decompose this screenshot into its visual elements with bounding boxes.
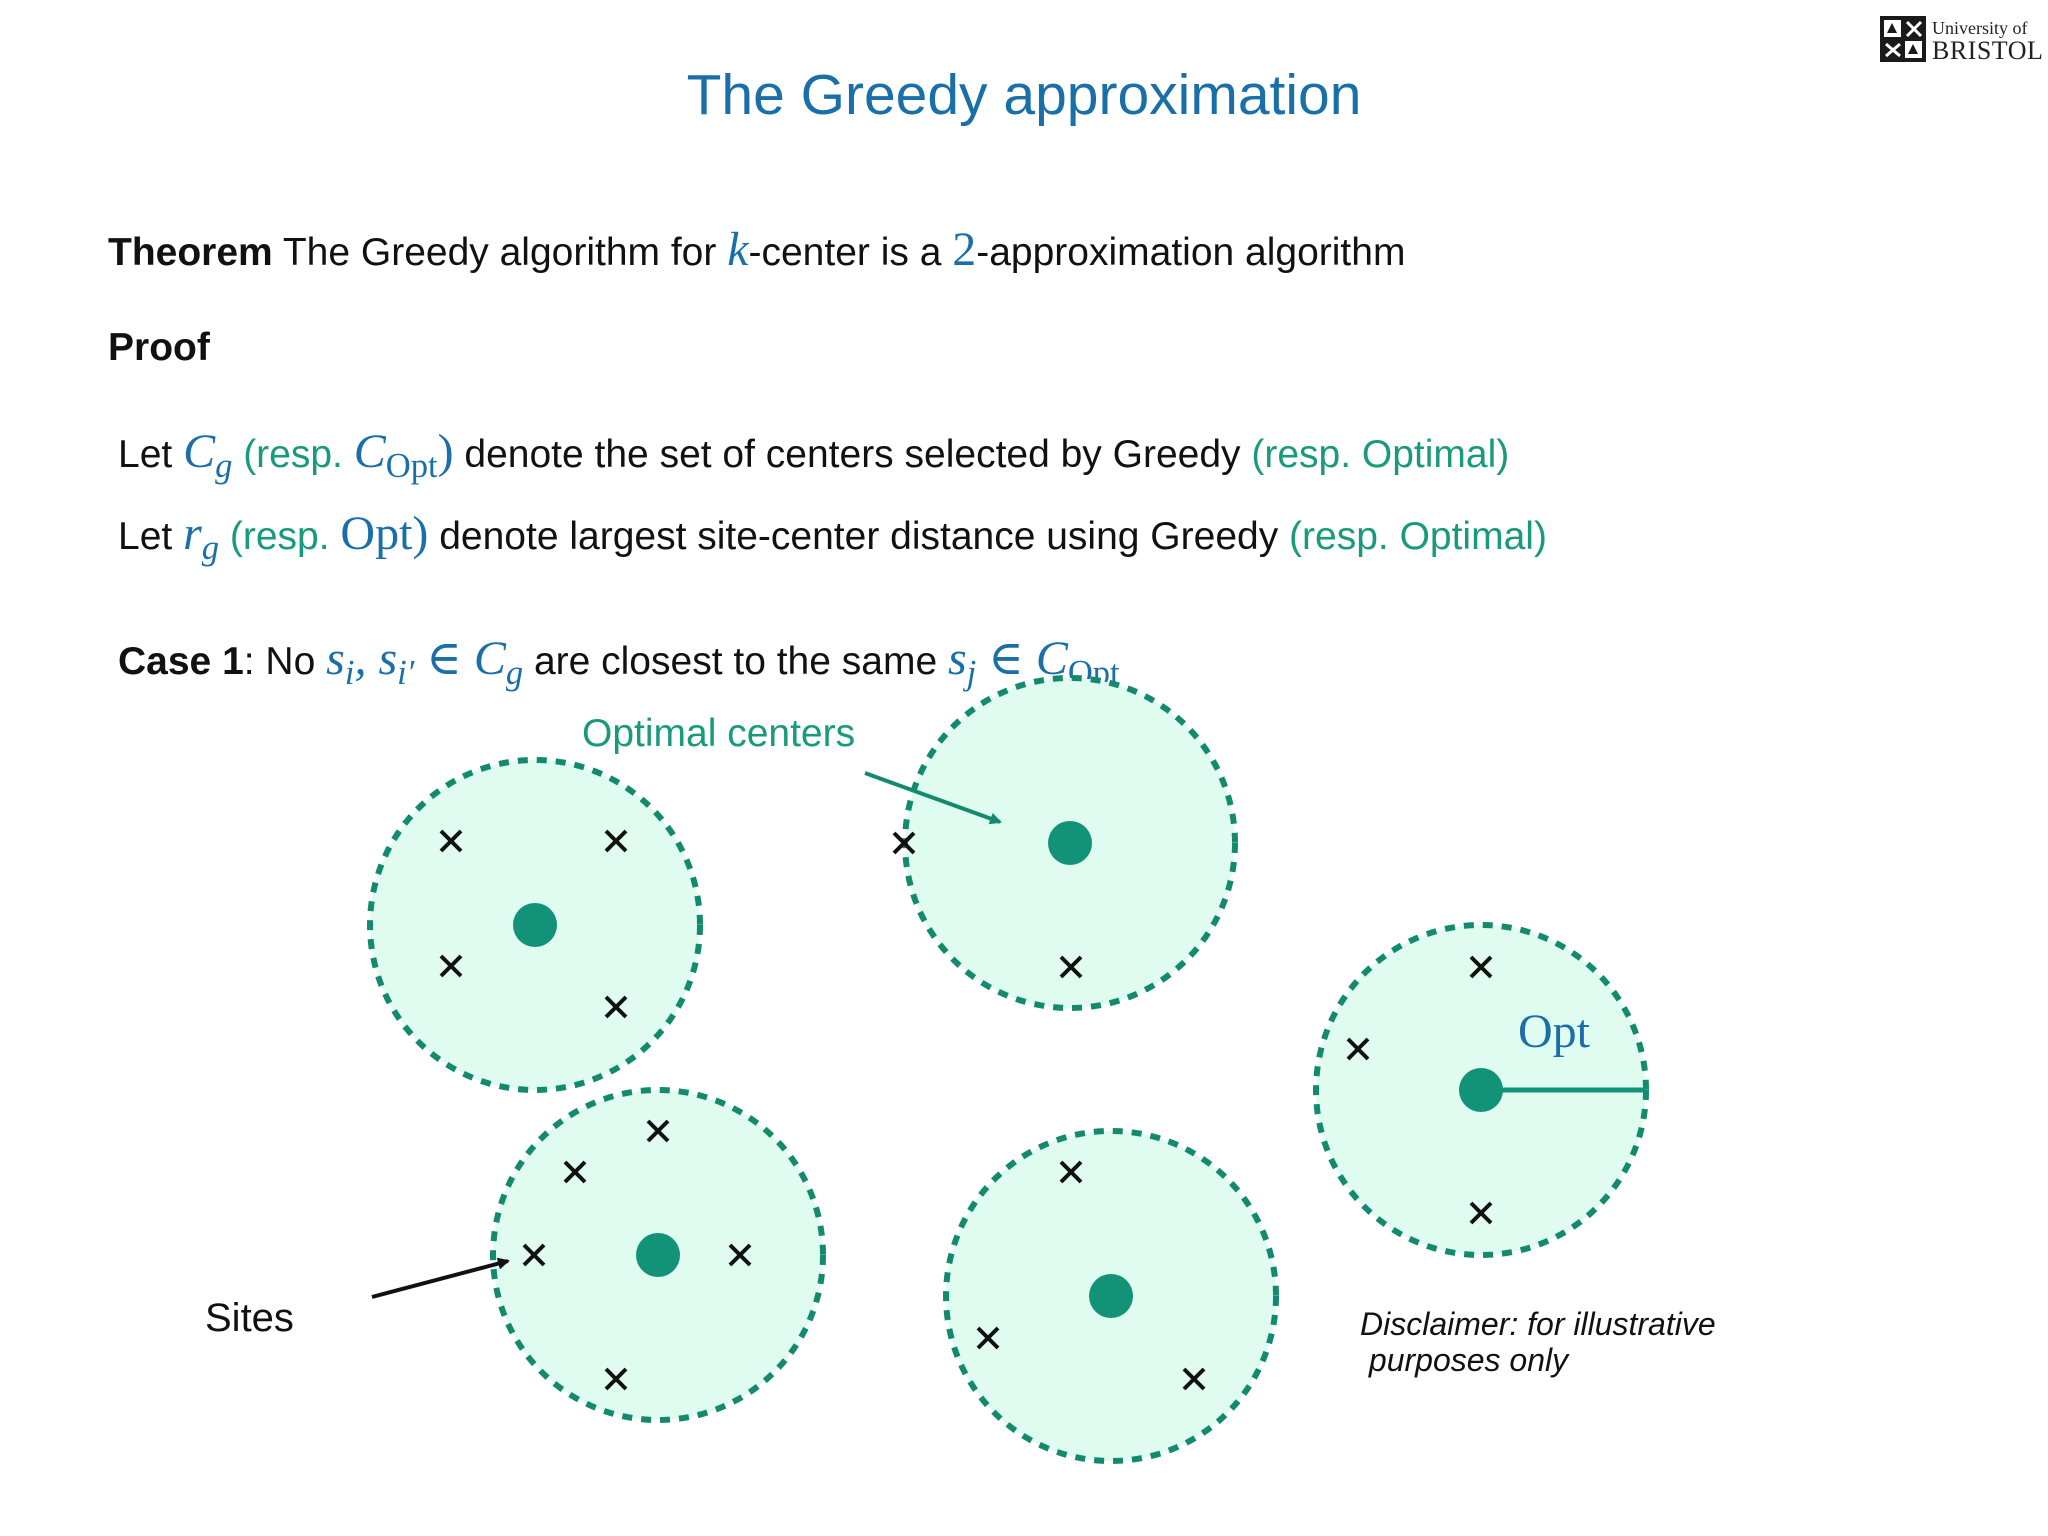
math-opt: Opt bbox=[340, 507, 413, 560]
university-logo: University of BRISTOL bbox=[1880, 14, 2045, 65]
optimal-centers-label: Optimal centers bbox=[582, 712, 856, 755]
math-C-opt: COpt bbox=[353, 425, 438, 485]
optimal-center bbox=[1048, 821, 1092, 865]
site-cross bbox=[646, 1119, 670, 1143]
math-sub-opt: Opt bbox=[385, 446, 438, 485]
line1-let: Let bbox=[118, 433, 184, 476]
math-sub-j: j bbox=[966, 653, 977, 692]
sites-label: Sites bbox=[205, 1296, 294, 1340]
math-C: C bbox=[183, 425, 216, 478]
line1-middle: denote the set of centers selected by Gr… bbox=[453, 433, 1252, 476]
line2-resp-open: (resp. bbox=[219, 515, 341, 558]
proof-line-1: Let Cg (resp. COpt) denote the set of ce… bbox=[118, 424, 1510, 485]
line2-let: Let bbox=[118, 515, 184, 558]
cluster-1 bbox=[367, 757, 703, 1093]
site-cross bbox=[522, 1243, 546, 1267]
site-cross bbox=[1059, 1160, 1083, 1184]
site-cross bbox=[1469, 955, 1493, 979]
math-C-g: Cg bbox=[183, 425, 232, 485]
math-sub-g2: g bbox=[201, 528, 220, 567]
case1-middle: are closest to the same bbox=[523, 640, 948, 683]
math-s: s bbox=[326, 632, 345, 685]
line1-resp-optimal: (resp. Optimal) bbox=[1251, 433, 1510, 476]
disclaimer-line-1: Disclaimer: for illustrative bbox=[1360, 1306, 1716, 1342]
optimal-center bbox=[636, 1233, 680, 1277]
math-sub-g3: g bbox=[505, 653, 524, 692]
optimal-centers-arrow bbox=[864, 771, 1002, 825]
crest-icon bbox=[1880, 16, 1926, 62]
site-cross bbox=[604, 829, 628, 853]
site-cross bbox=[604, 1367, 628, 1391]
site-markers bbox=[522, 1119, 752, 1391]
case1-label: Case 1 bbox=[118, 640, 244, 683]
site-cross bbox=[439, 954, 463, 978]
site-cross bbox=[1182, 1367, 1206, 1391]
site-cross bbox=[1059, 955, 1083, 979]
line2-resp-optimal: (resp. Optimal) bbox=[1289, 515, 1547, 558]
disclaimer-line-2: purposes only bbox=[1360, 1342, 1569, 1378]
math-sub-i: i bbox=[344, 653, 355, 692]
theorem-text-2: -center is a bbox=[748, 231, 953, 274]
line2-resp-close: ) bbox=[412, 507, 429, 560]
math-comma-s: , s bbox=[354, 632, 398, 685]
site-cross bbox=[976, 1326, 1000, 1350]
site-cross bbox=[1346, 1037, 1370, 1061]
line1-resp-open: (resp. bbox=[232, 433, 354, 476]
math-k: k bbox=[727, 223, 749, 276]
proof-line-2: Let rg (resp. Opt) denote largest site-c… bbox=[118, 506, 1547, 567]
theorem-label: Theorem bbox=[108, 231, 273, 274]
optimal-center bbox=[513, 903, 557, 947]
cluster-2 bbox=[892, 675, 1238, 1011]
disclaimer-note: Disclaimer: for illustrative purposes on… bbox=[1360, 1306, 1716, 1378]
cluster-3 bbox=[1313, 922, 1649, 1258]
math-si-sip-in-Cg: si, si′ ∈ Cg bbox=[326, 632, 523, 692]
optimal-center bbox=[1089, 1274, 1133, 1318]
site-cross bbox=[892, 831, 916, 855]
math-r-g: rg bbox=[183, 507, 219, 567]
cluster-5 bbox=[943, 1128, 1279, 1464]
theorem-text-3: -approximation algorithm bbox=[976, 231, 1406, 274]
site-cross bbox=[604, 995, 628, 1019]
slide-title: The Greedy approximation bbox=[686, 63, 1362, 127]
site-cross bbox=[439, 829, 463, 853]
case1-no: : No bbox=[243, 640, 327, 683]
math-sub-g: g bbox=[215, 446, 233, 485]
site-cross bbox=[1469, 1201, 1493, 1225]
math-in-C: ∈ C bbox=[414, 632, 506, 685]
theorem-line: Theorem The Greedy algorithm for k-cente… bbox=[108, 222, 1405, 277]
site-cross bbox=[728, 1243, 752, 1267]
line1-resp-close: ) bbox=[437, 425, 454, 478]
site-cross bbox=[563, 1160, 587, 1184]
math-s2: s bbox=[947, 632, 967, 685]
math-two: 2 bbox=[952, 223, 977, 276]
optimal-center bbox=[1459, 1068, 1503, 1112]
opt-radius-label: Opt bbox=[1518, 1005, 1590, 1058]
cluster-4 bbox=[490, 1087, 826, 1423]
math-sub-iprime: i′ bbox=[397, 653, 415, 692]
site-markers bbox=[976, 1160, 1206, 1391]
logo-text-bristol: BRISTOL bbox=[1932, 36, 2044, 65]
site-markers bbox=[892, 831, 1083, 979]
math-C2: C bbox=[353, 425, 386, 478]
logo-text-university: University of bbox=[1932, 18, 2028, 38]
math-r: r bbox=[183, 507, 202, 560]
site-markers bbox=[439, 829, 628, 1019]
sites-arrow bbox=[371, 1257, 510, 1299]
line2-middle: denote largest site-center distance usin… bbox=[428, 515, 1290, 558]
site-markers bbox=[1346, 955, 1493, 1225]
theorem-text-1: The Greedy algorithm for bbox=[272, 231, 728, 274]
proof-label: Proof bbox=[108, 326, 210, 369]
